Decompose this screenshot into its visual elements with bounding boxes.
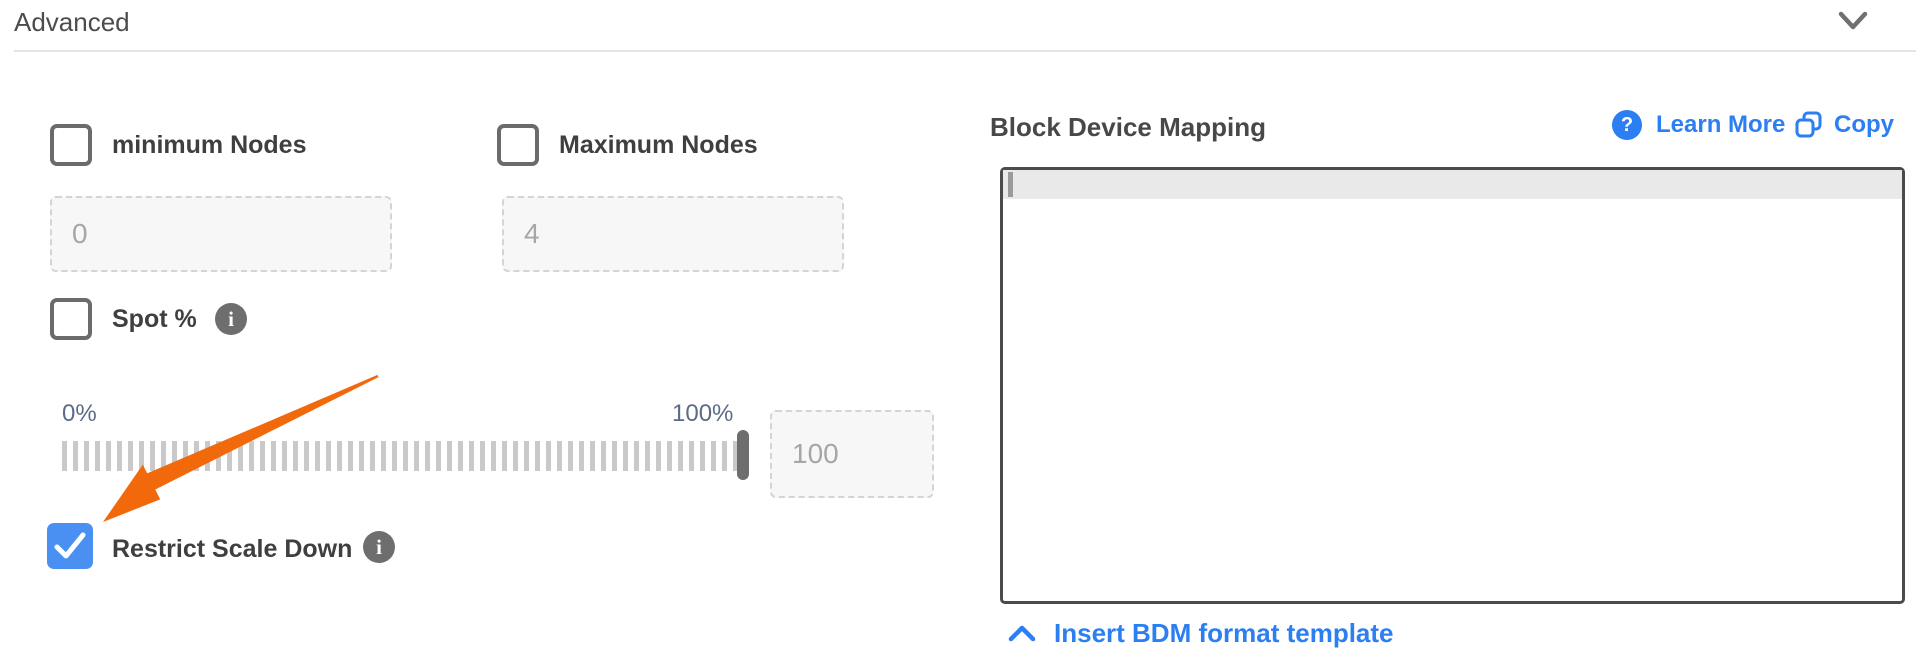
info-glyph: i: [228, 306, 234, 331]
insert-bdm-template-label: Insert BDM format template: [1054, 618, 1394, 648]
editor-cursor: [1008, 172, 1013, 197]
restrict-scale-down-label: Restrict Scale Down: [112, 535, 353, 563]
editor-active-line: [1003, 170, 1902, 199]
maximum-nodes-label: Maximum Nodes: [559, 131, 758, 159]
restrict-scale-down-info-icon[interactable]: i: [363, 531, 395, 563]
restrict-scale-down-checkbox[interactable]: [47, 523, 93, 569]
checkmark-icon: [53, 531, 87, 561]
learn-more-link[interactable]: ? Learn More: [1612, 110, 1785, 140]
minimum-nodes-label: minimum Nodes: [112, 131, 307, 159]
block-device-mapping-title: Block Device Mapping: [990, 112, 1266, 142]
spot-percent-checkbox[interactable]: [50, 298, 92, 340]
minimum-nodes-input[interactable]: [50, 196, 392, 272]
chevron-down-icon: [1838, 10, 1868, 32]
spot-percent-slider-track[interactable]: [62, 441, 752, 471]
chevron-up-icon: [1008, 625, 1036, 643]
section-title-advanced: Advanced: [14, 7, 130, 37]
minimum-nodes-checkbox[interactable]: [50, 124, 92, 166]
spot-percent-input[interactable]: [770, 410, 934, 498]
header-divider: [14, 50, 1916, 52]
learn-more-label: Learn More: [1656, 111, 1786, 138]
slider-min-label: 0%: [62, 400, 97, 427]
spot-percent-slider-handle[interactable]: [737, 430, 749, 480]
spot-percent-label: Spot %: [112, 305, 197, 333]
question-circle-icon: ?: [1612, 110, 1642, 140]
slider-max-label: 100%: [672, 400, 734, 427]
spot-info-icon[interactable]: i: [215, 303, 247, 335]
maximum-nodes-checkbox[interactable]: [497, 124, 539, 166]
maximum-nodes-input[interactable]: [502, 196, 844, 272]
section-collapse-button[interactable]: [1838, 10, 1868, 32]
insert-bdm-template-link[interactable]: Insert BDM format template: [1008, 618, 1394, 649]
bdm-editor[interactable]: [1000, 167, 1905, 604]
copy-button[interactable]: Copy: [1794, 110, 1894, 140]
copy-label: Copy: [1834, 111, 1894, 138]
info-glyph: i: [376, 534, 382, 559]
question-glyph: ?: [1620, 113, 1634, 136]
copy-icon: [1794, 110, 1824, 140]
